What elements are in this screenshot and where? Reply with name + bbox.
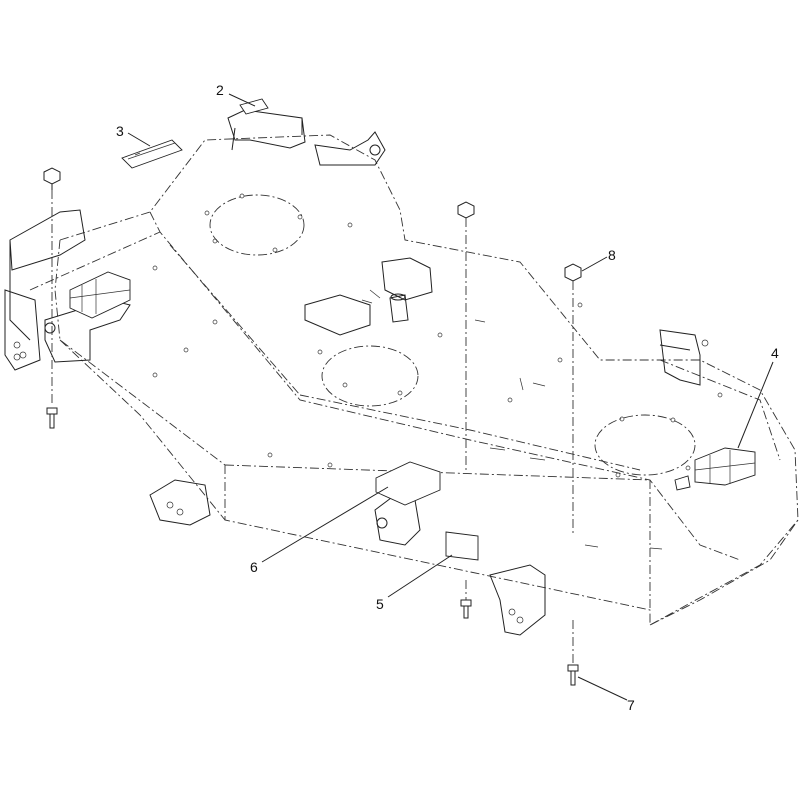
leader-lines xyxy=(127,93,774,701)
callout-8: 8 xyxy=(608,247,616,263)
decal-2 xyxy=(239,98,269,115)
callout-5: 5 xyxy=(376,596,384,612)
callout-2: 2 xyxy=(216,82,224,98)
deck-outline xyxy=(29,134,799,626)
callout-6: 6 xyxy=(250,559,258,575)
callout-7: 7 xyxy=(627,697,635,713)
decal-5 xyxy=(445,531,479,561)
mounting-holes xyxy=(152,193,723,478)
center-baffles xyxy=(304,257,433,336)
right-bracket xyxy=(659,329,709,386)
callout-3: 3 xyxy=(116,123,124,139)
decal-grid-left xyxy=(69,271,131,319)
callout-4: 4 xyxy=(771,345,779,361)
decal-3 xyxy=(121,139,183,169)
decal-6 xyxy=(375,461,441,506)
slot-marks xyxy=(361,289,663,550)
rear-bracket xyxy=(227,109,386,166)
spindle-holes xyxy=(209,194,696,476)
fasteners xyxy=(43,167,582,686)
front-hangers xyxy=(149,479,546,636)
decal-4 xyxy=(674,447,756,491)
